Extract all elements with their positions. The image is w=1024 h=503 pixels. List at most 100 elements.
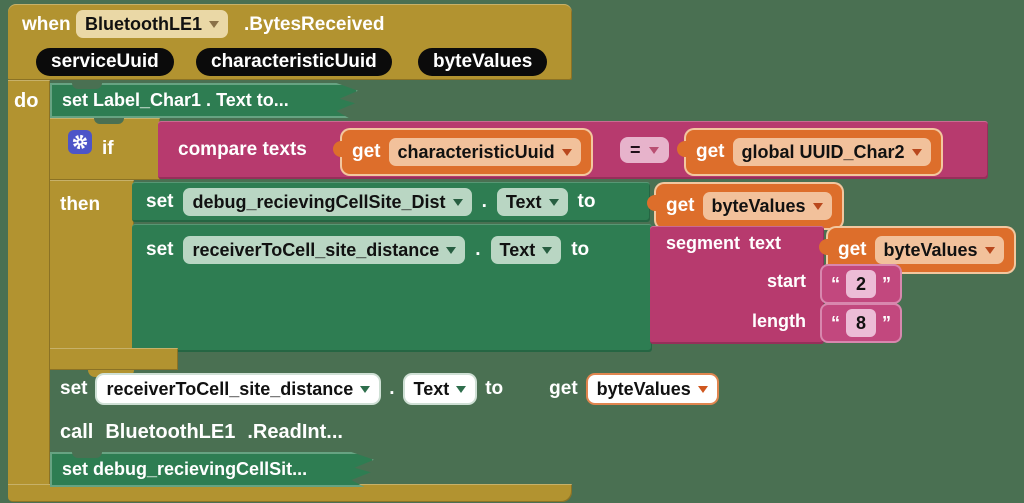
if-block-head[interactable]: if [50,118,160,180]
close-quote: ” [882,312,892,333]
get-characteristicUuid-block[interactable]: get characteristicUuid [333,130,591,174]
set-debug-text-block[interactable]: set debug_recievingCellSite_Dist . Text … [132,182,650,222]
get-keyword: get [352,141,381,162]
component-dropdown-value: BluetoothLE1 [85,14,202,34]
variable-dropdown[interactable]: byteValues [874,236,1004,264]
to-keyword: to [577,191,596,212]
component-dropdown[interactable]: debug_recievingCellSite_Dist [183,188,472,216]
property-name: Text [505,192,542,212]
dot-separator: . [389,378,395,399]
chevron-down-icon [697,385,708,393]
property-dropdown[interactable]: Text [496,188,568,216]
mutator-gear-icon[interactable] [68,130,92,154]
open-quote: “ [831,273,840,294]
chevron-down-icon [561,148,572,156]
segment-length-label: length [752,310,806,331]
if-block-spine [50,180,134,350]
chevron-down-icon [360,385,371,393]
component-name: debug_recievingCellSite_Dist [192,192,446,212]
connector-notch [72,452,102,458]
open-quote: “ [831,312,840,333]
connector-notch [72,83,102,89]
set-keyword: set [146,239,174,260]
param-characteristicUuid[interactable]: characteristicUuid [196,48,392,76]
property-dropdown[interactable]: Text [490,236,562,264]
get-keyword: get [666,195,695,216]
get-bytevalues-block[interactable]: get byteValues [647,184,842,228]
operator-value: = [630,139,641,160]
property-dropdown[interactable]: Text [404,375,476,403]
segment-keyword: segment [666,233,741,253]
variable-name: byteValues [711,196,806,216]
param-serviceUuid[interactable]: serviceUuid [36,48,174,76]
do-keyword: do [14,90,39,112]
event-name: .BytesReceived [244,14,385,35]
variable-dropdown[interactable]: characteristicUuid [388,138,581,166]
when-block-left-spine [8,80,50,486]
when-keyword: when [22,14,71,35]
chevron-down-icon [456,385,467,393]
chevron-down-icon [542,246,553,254]
variable-dropdown[interactable]: global UUID_Char2 [732,138,931,166]
dot-separator: . [475,239,481,260]
component-name: receiverToCell_site_distance [106,379,354,399]
then-keyword: then [60,194,101,215]
set-keyword: set [60,378,88,399]
segment-start-label: start [766,270,806,291]
connector-bump [88,370,134,377]
when-block-bottom-bar [8,484,572,502]
variable-name: characteristicUuid [397,142,555,162]
component-dropdown[interactable]: receiverToCell_site_distance [183,236,466,264]
string-value-field[interactable]: 2 [846,270,877,298]
variable-dropdown[interactable]: byteValues [702,192,832,220]
get-keyword: get [696,141,725,162]
if-keyword: if [102,138,114,159]
set-receiver-text-row[interactable]: set receiverToCell_site_distance . Text … [60,372,717,406]
param-byteValues[interactable]: byteValues [418,48,548,76]
call-keyword: call [60,421,94,443]
to-keyword: to [485,378,504,399]
property-name: Text [499,240,536,260]
close-quote: ” [882,273,892,294]
variable-name: global UUID_Char2 [741,142,905,162]
component-dropdown[interactable]: BluetoothLE1 [76,10,228,38]
set-receiver-text-block[interactable]: set receiverToCell_site_distance . Text … [132,224,652,352]
gear-glyph [72,134,88,150]
component-name: BluetoothLE1 [105,421,236,443]
chevron-down-icon [984,246,995,254]
variable-name: byteValues [883,240,978,260]
dot-separator: . [481,191,487,212]
string-block-length-value[interactable]: “ 8 ” [822,305,901,341]
to-keyword: to [571,239,590,260]
variable-dropdown[interactable]: byteValues [587,375,717,403]
chevron-down-icon [548,198,559,206]
string-value-field[interactable]: 8 [846,309,877,337]
comparison-operator-dropdown[interactable]: = [620,137,669,163]
component-dropdown[interactable]: receiverToCell_site_distance [97,375,380,403]
get-keyword: get [549,378,578,399]
chevron-down-icon [648,146,659,154]
collapsed-set-labelchar1-block[interactable]: set Label_Char1 . Text to... [50,83,358,118]
chevron-down-icon [911,148,922,156]
component-name: receiverToCell_site_distance [192,240,440,260]
chevron-down-icon [209,20,219,28]
string-block-start-value[interactable]: “ 2 ” [822,266,901,302]
collapsed-block-text: set Label_Char1 . Text to... [62,90,289,110]
compare-texts-label: compare texts [178,139,307,160]
get-global-uuid-char2-block[interactable]: get global UUID_Char2 [677,130,941,174]
segment-text-label: text [749,233,782,253]
call-bluetooth-readint-row[interactable]: call BluetoothLE1 .ReadInt... [60,418,343,446]
collapsed-block-text: set debug_recievingCellSit... [62,459,308,479]
method-name: .ReadInt... [247,421,343,443]
connector-notch [94,118,124,124]
when-event-block-header[interactable]: when BluetoothLE1 .BytesReceived service… [8,4,572,80]
collapsed-set-debug-block[interactable]: set debug_recievingCellSit... [50,452,374,487]
chevron-down-icon [812,202,823,210]
variable-name: byteValues [596,379,691,399]
property-name: Text [413,379,450,399]
chevron-down-icon [446,246,457,254]
get-keyword: get [838,239,867,260]
get-bytevalues-block[interactable]: get byteValues [819,228,1014,272]
segment-text-block[interactable]: segment text start length [650,226,824,344]
